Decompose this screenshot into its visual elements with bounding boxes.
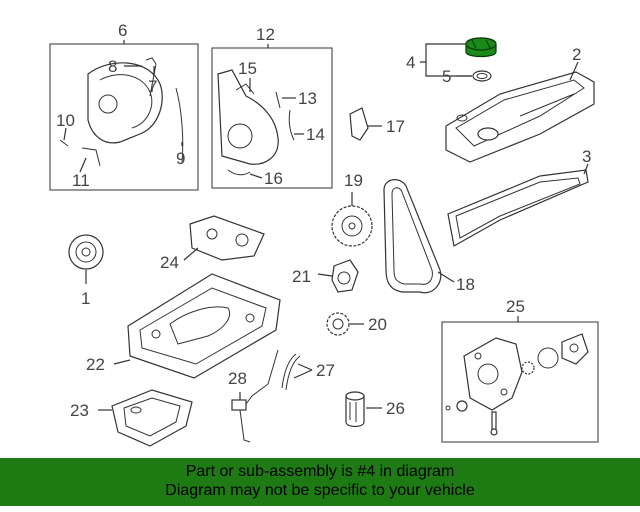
part-19-cam-sprocket: 19 [331, 171, 373, 247]
callout-8: 8 [108, 57, 117, 76]
callout-4-5-bracket: 4 5 [406, 43, 472, 86]
callout-14: 14 [306, 125, 325, 144]
callout-25: 25 [506, 297, 525, 316]
callout-12: 12 [256, 25, 275, 44]
part-28-dipstick-tube: 28 [228, 349, 279, 443]
group-25-oil-pump: 25 [441, 297, 599, 443]
callout-16: 16 [264, 169, 283, 188]
callout-7: 7 [148, 77, 157, 96]
callout-17: 17 [386, 117, 405, 136]
banner-line-2: Diagram may not be specific to your vehi… [165, 482, 475, 499]
callout-21: 21 [292, 267, 311, 286]
callout-10: 10 [56, 111, 75, 130]
callout-18: 18 [456, 275, 475, 294]
callout-1: 1 [81, 289, 90, 308]
part-1-crank-pulley: 1 [68, 234, 104, 308]
callout-4: 4 [406, 53, 415, 72]
callout-3: 3 [582, 147, 591, 166]
part-3-valve-cover-gasket: 3 [447, 147, 591, 247]
part-22-upper-oil-pan: 22 [86, 273, 281, 379]
fitment-notice-banner: Part or sub-assembly is #4 in diagram Di… [0, 458, 640, 506]
callout-22: 22 [86, 355, 105, 374]
part-23-lower-oil-pan: 23 [70, 389, 193, 447]
part-21-tensioner: 21 [292, 259, 359, 293]
banner-line-1: Part or sub-assembly is #4 in diagram [185, 463, 455, 480]
part-26-oil-filter: 26 [345, 391, 405, 428]
callout-5: 5 [442, 67, 451, 86]
callout-15: 15 [238, 59, 257, 78]
part-27-dipstick: 27 [281, 353, 335, 391]
callout-23: 23 [70, 401, 89, 420]
part-17-bracket: 17 [349, 107, 405, 141]
parts-diagram: 6 8 7 9 10 11 12 15 13 14 16 [49, 21, 599, 447]
part-4-oil-filler-cap[interactable] [465, 37, 497, 58]
callout-9: 9 [176, 149, 185, 168]
callout-28: 28 [228, 369, 247, 388]
group-6-timing-cover: 6 8 7 9 10 11 [49, 21, 199, 191]
callout-20: 20 [368, 315, 387, 334]
callout-26: 26 [386, 399, 405, 418]
part-20-crank-sprocket: 20 [326, 312, 387, 336]
callout-2: 2 [572, 45, 581, 64]
callout-27: 27 [316, 361, 335, 380]
callout-19: 19 [344, 171, 363, 190]
callout-24: 24 [160, 253, 179, 272]
part-2-valve-cover: 2 [445, 45, 595, 163]
group-12-inner-cover: 12 15 13 14 16 [211, 25, 333, 189]
part-18-timing-belt: 18 [383, 179, 475, 294]
part-24-bracket: 24 [160, 215, 265, 272]
callout-13: 13 [298, 89, 317, 108]
part-5-cap-gasket [472, 70, 492, 82]
callout-11: 11 [72, 171, 90, 190]
callout-6: 6 [118, 21, 127, 40]
